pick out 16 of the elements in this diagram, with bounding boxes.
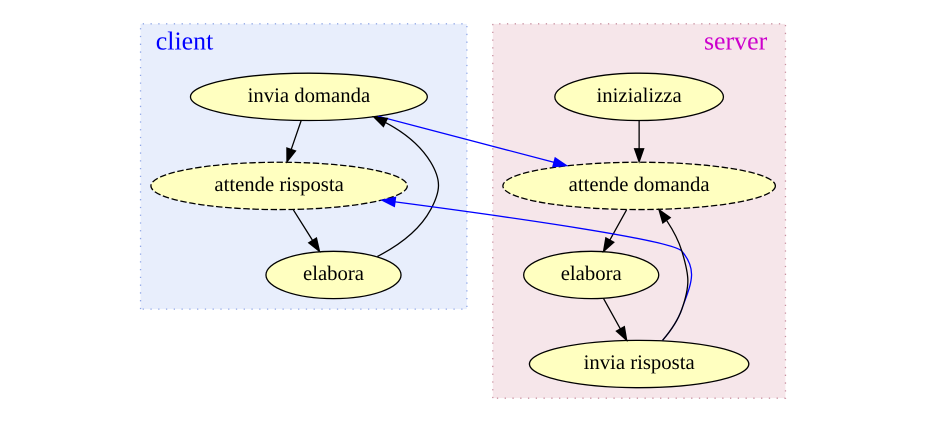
arrow: [634, 120, 645, 164]
node-ellipse: attende risposta: [150, 162, 408, 210]
arrow: [372, 116, 440, 258]
arrow: [602, 210, 628, 254]
arrow: [292, 210, 321, 254]
node-ellipse: inizializza: [554, 72, 724, 122]
node-ellipse: attende domanda: [502, 162, 776, 210]
arrow: [602, 298, 628, 342]
arrow: [380, 196, 692, 341]
node-ellipse: invia domanda: [190, 72, 428, 122]
node-ellipse: invia risposta: [528, 340, 750, 388]
arrow: [378, 116, 568, 168]
node-ellipse: elabora: [265, 250, 402, 300]
arrow: [286, 120, 302, 164]
node-ellipse: elabora: [523, 250, 660, 300]
arrow: [658, 208, 688, 341]
